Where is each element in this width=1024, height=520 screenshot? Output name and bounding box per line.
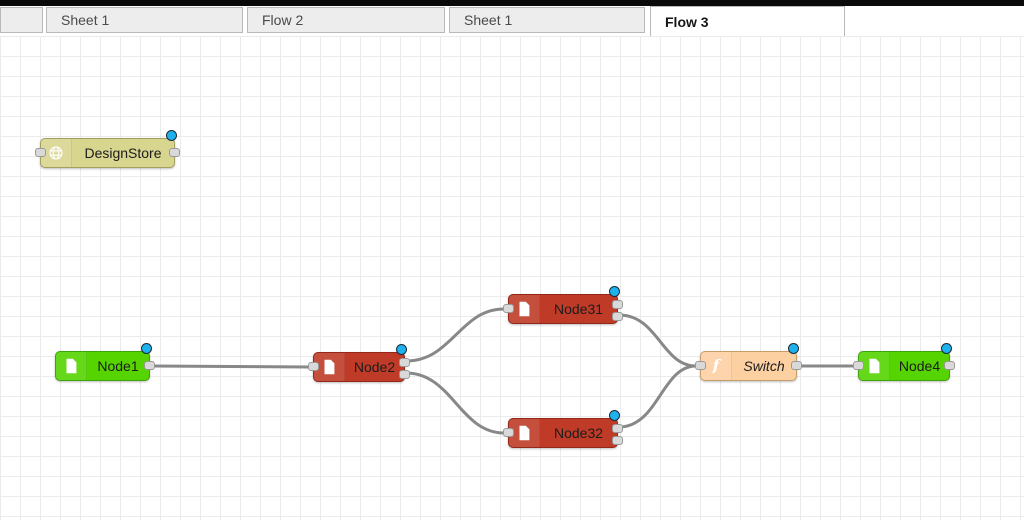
node-node2[interactable]: Node2 bbox=[308, 344, 410, 382]
wire-node1-node2[interactable] bbox=[151, 364, 311, 369]
file-icon bbox=[859, 352, 890, 380]
output-port-1[interactable] bbox=[612, 424, 623, 433]
status-dot bbox=[941, 343, 952, 354]
node-label: Switch bbox=[743, 358, 785, 374]
file-icon bbox=[509, 419, 540, 447]
tab-flow3-active[interactable]: Flow 3 bbox=[650, 6, 845, 36]
node-node4[interactable]: Node4 bbox=[853, 343, 955, 381]
top-black-bar bbox=[0, 0, 1024, 6]
input-port[interactable] bbox=[853, 361, 864, 370]
wire-node2-node31[interactable] bbox=[404, 307, 506, 363]
function-icon: f bbox=[701, 352, 732, 380]
input-port[interactable] bbox=[695, 361, 706, 370]
status-dot bbox=[166, 130, 177, 141]
input-port[interactable] bbox=[503, 304, 514, 313]
node-label: DesignStore bbox=[84, 145, 162, 161]
file-icon bbox=[56, 352, 87, 380]
globe-icon bbox=[41, 139, 72, 167]
node-switch[interactable]: f Switch bbox=[695, 343, 802, 381]
input-port[interactable] bbox=[308, 362, 319, 371]
flow-tab-bar: Sheet 1 Flow 2 Sheet 1 Flow 3 bbox=[0, 0, 1024, 36]
output-port-2[interactable] bbox=[612, 312, 623, 321]
node-node32[interactable]: Node32 bbox=[503, 410, 623, 448]
output-port[interactable] bbox=[791, 361, 802, 370]
status-dot bbox=[609, 286, 620, 297]
file-icon bbox=[509, 295, 540, 323]
node-node1[interactable]: Node1 bbox=[55, 343, 155, 381]
output-port-1[interactable] bbox=[399, 358, 410, 367]
node-label: Node2 bbox=[353, 359, 396, 375]
wire-node31-switch[interactable] bbox=[617, 313, 698, 368]
status-dot bbox=[141, 343, 152, 354]
svg-text:f: f bbox=[712, 357, 722, 375]
input-port[interactable] bbox=[503, 428, 514, 437]
tab-label: Sheet 1 bbox=[61, 12, 110, 28]
wire-node32-switch[interactable] bbox=[617, 364, 698, 429]
canvas-grid[interactable] bbox=[0, 36, 1024, 520]
status-dot bbox=[609, 410, 620, 421]
output-port-2[interactable] bbox=[612, 436, 623, 445]
node-label: Node1 bbox=[97, 358, 139, 374]
tab-sheet1-b[interactable]: Sheet 1 bbox=[449, 7, 645, 33]
output-port[interactable] bbox=[944, 361, 955, 370]
tab-flow2[interactable]: Flow 2 bbox=[247, 7, 445, 33]
tab-sheet1-a[interactable]: Sheet 1 bbox=[46, 7, 243, 33]
node-label: Node32 bbox=[553, 425, 604, 441]
input-port[interactable] bbox=[35, 148, 46, 157]
tab-label: Flow 3 bbox=[665, 13, 709, 30]
output-port-1[interactable] bbox=[612, 300, 623, 309]
output-port-2[interactable] bbox=[399, 370, 410, 379]
status-dot bbox=[396, 344, 407, 355]
output-port[interactable] bbox=[144, 361, 155, 370]
tab-label: Sheet 1 bbox=[464, 12, 513, 28]
node-label: Node31 bbox=[553, 301, 604, 317]
output-port[interactable] bbox=[169, 148, 180, 157]
node-label: Node4 bbox=[898, 358, 941, 374]
wire-node2-node32[interactable] bbox=[404, 371, 506, 435]
node-node31[interactable]: Node31 bbox=[503, 286, 623, 324]
tab-stub[interactable] bbox=[0, 7, 43, 33]
node-designstore[interactable]: DesignStore bbox=[35, 130, 180, 168]
tab-label: Flow 2 bbox=[262, 12, 304, 28]
status-dot bbox=[788, 343, 799, 354]
file-icon bbox=[314, 353, 345, 381]
